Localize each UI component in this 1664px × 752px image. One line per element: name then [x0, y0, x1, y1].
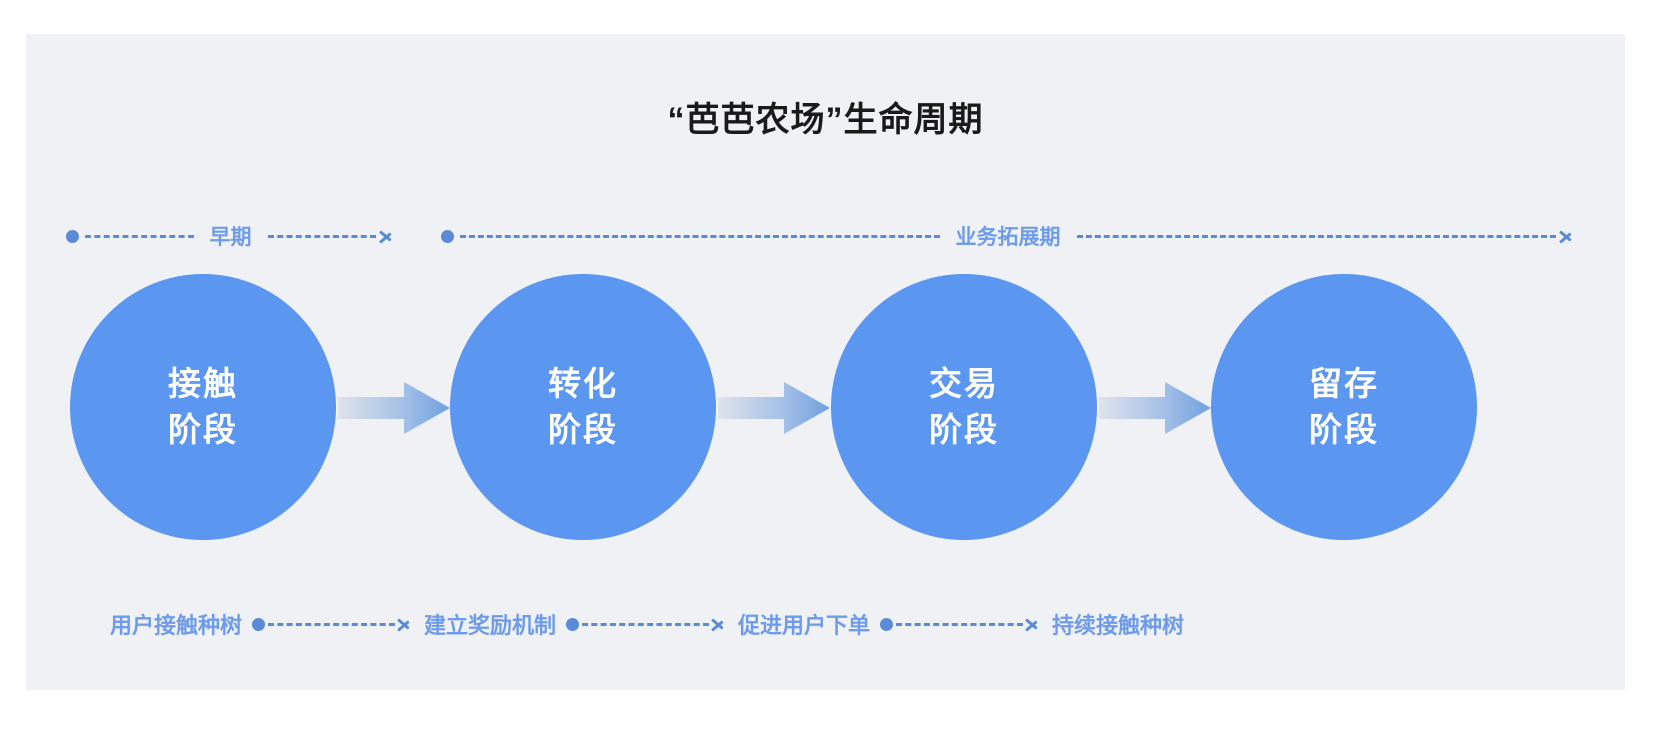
diagram-panel: “芭芭农场”生命周期 早期 业务拓展期 接触 阶段 [26, 34, 1625, 690]
action-dot-icon [252, 617, 266, 631]
stage-circles-row: 接触 阶段 转化 阶段 [26, 274, 1625, 564]
stage-label-line1: 转化 [548, 365, 618, 403]
timeline-dashed-line [1076, 234, 1556, 238]
timeline-start-dot-icon [441, 229, 454, 243]
action-label-2: 促进用户下单 [738, 613, 871, 638]
stage-circle-transaction[interactable]: 交易 阶段 [831, 274, 1097, 540]
action-dashed-line [582, 622, 710, 626]
action-label-1: 建立奖励机制 [424, 613, 557, 638]
page-title: “芭芭农场”生命周期 [667, 101, 984, 139]
stage-label-line2: 阶段 [929, 411, 999, 448]
action-label-0: 用户接触种树 [110, 613, 243, 638]
action-label-3: 持续接触种树 [1052, 613, 1185, 638]
stage-label-line1: 交易 [929, 365, 999, 403]
timeline-dashed-line [85, 234, 194, 238]
timeline: 早期 业务拓展期 [26, 206, 1625, 266]
timeline-start-dot-icon [66, 229, 79, 243]
stage-label-line1: 接触 [168, 365, 238, 403]
timeline-phase-label-0: 早期 [209, 226, 252, 249]
stage-circle-conversion[interactable]: 转化 阶段 [450, 274, 716, 540]
stage-circle-contact[interactable]: 接触 阶段 [70, 274, 336, 540]
action-connector [242, 615, 424, 633]
action-dot-icon [566, 617, 580, 631]
timeline-phase-early: 早期 [66, 206, 396, 266]
action-arrow-icon [398, 615, 414, 633]
timeline-arrow-icon [1560, 227, 1576, 245]
action-flow-row: 用户接触种树 建立奖励机制 促进用户下单 持续接触种树 [26, 594, 1625, 654]
timeline-dashed-line [267, 234, 376, 238]
timeline-phase-label-1: 业务拓展期 [955, 226, 1061, 249]
action-connector [556, 615, 738, 633]
stage-connector-arrow-icon [338, 380, 450, 436]
stage-connector-arrow-icon [1099, 380, 1211, 436]
action-arrow-icon [712, 615, 728, 633]
timeline-dashed-line [460, 234, 940, 238]
action-dashed-line [896, 622, 1024, 626]
action-connector [870, 615, 1052, 633]
stage-connector-arrow-icon [718, 380, 830, 436]
action-dot-icon [880, 617, 894, 631]
stage-label-line2: 阶段 [548, 411, 618, 448]
action-arrow-icon [1026, 615, 1042, 633]
timeline-arrow-icon [380, 227, 396, 245]
action-dashed-line [268, 622, 396, 626]
stage-circle-retention[interactable]: 留存 阶段 [1211, 274, 1477, 540]
timeline-phase-expansion: 业务拓展期 [441, 206, 1576, 266]
stage-label-line2: 阶段 [1309, 411, 1379, 448]
stage-label-line2: 阶段 [168, 411, 238, 448]
stage-label-line1: 留存 [1309, 365, 1379, 403]
